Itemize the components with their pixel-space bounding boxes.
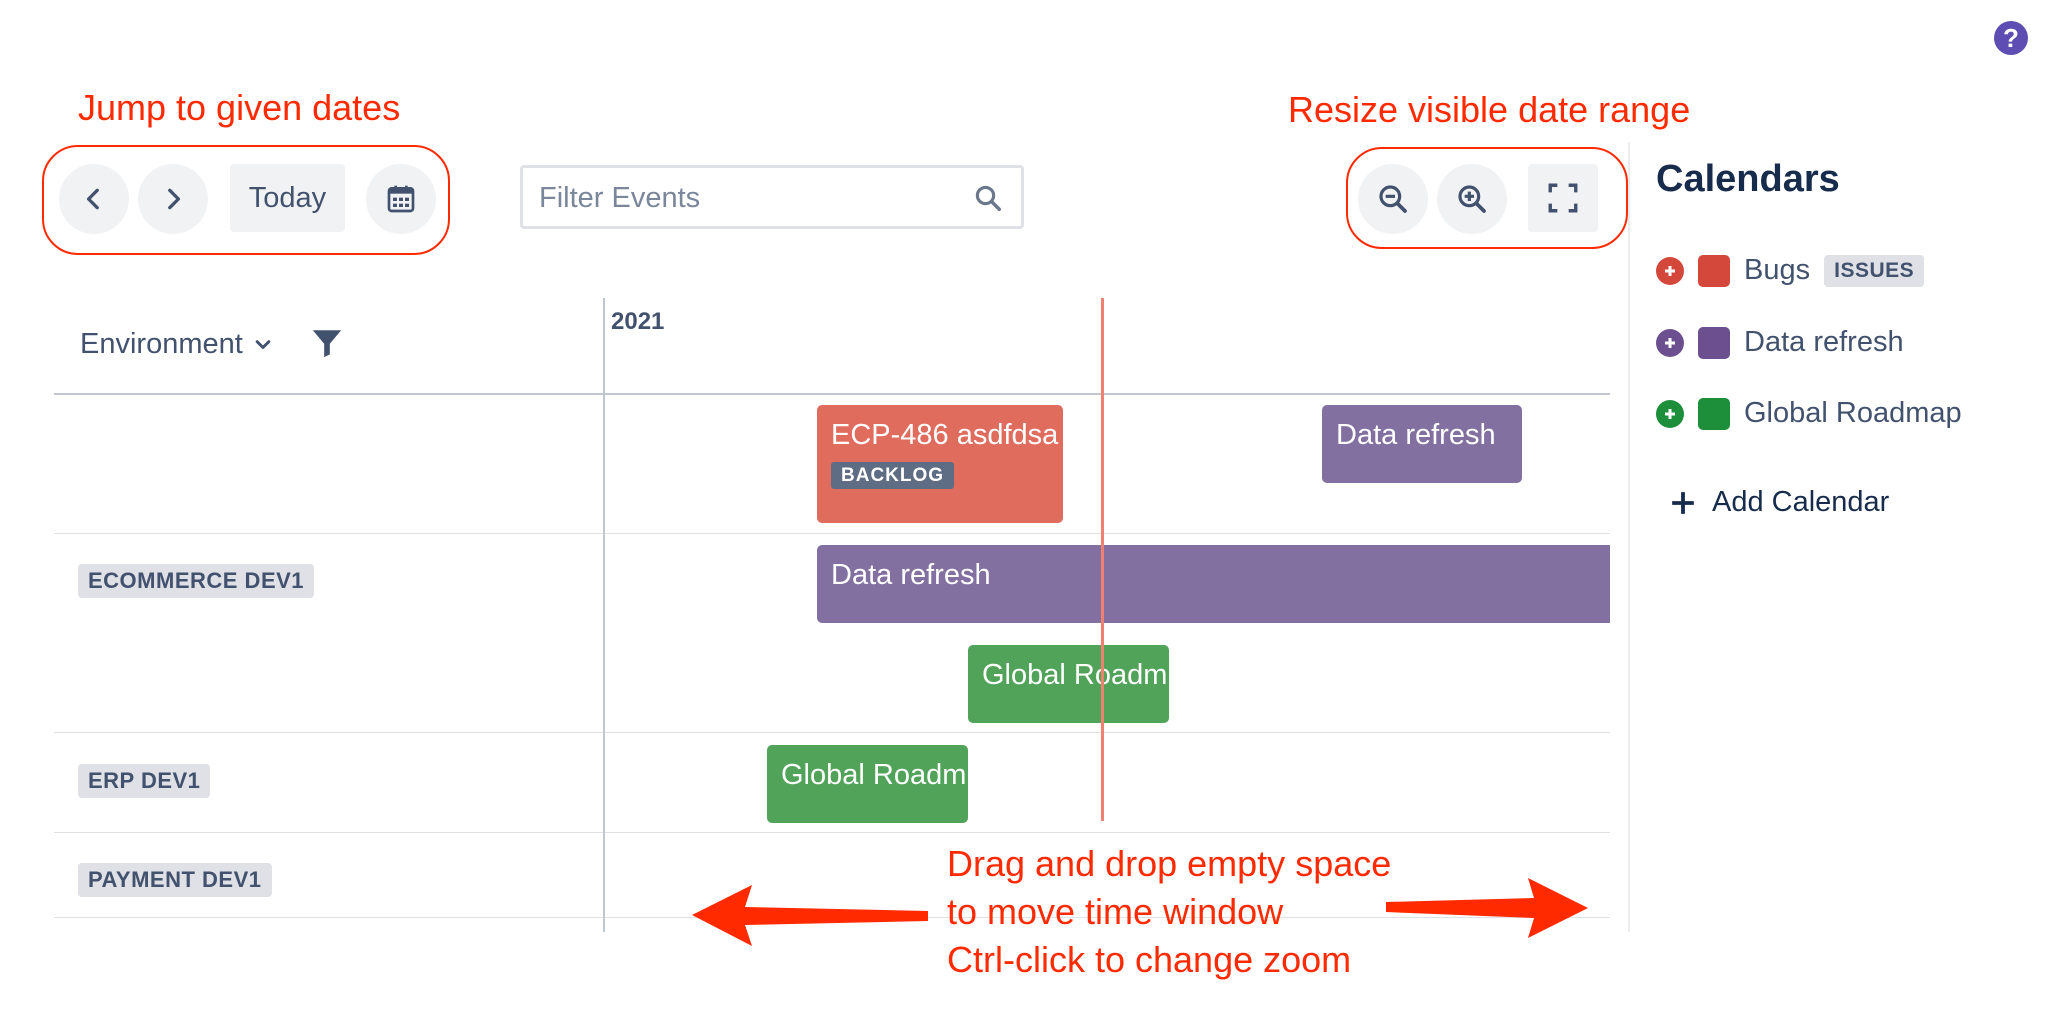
calendar-name: Data refresh [1744, 326, 1904, 358]
event-title: Data refresh [831, 559, 991, 591]
zoom-in-button[interactable] [1437, 164, 1507, 234]
add-calendar-button[interactable]: Add Calendar [1670, 486, 1889, 519]
search-icon [975, 185, 1001, 211]
add-circle-icon[interactable] [1656, 256, 1684, 285]
sidebar-divider [1628, 142, 1630, 932]
row-divider [54, 533, 1610, 534]
annotation-jump-dates: Jump to given dates [78, 87, 401, 128]
status-badge: BACKLOG [831, 462, 955, 489]
calendar-item-data-refresh[interactable]: Data refresh [1656, 326, 1904, 359]
event-title: Global Roadm [982, 659, 1168, 691]
arrow-right-icon [1386, 878, 1588, 938]
zoom-out-button[interactable] [1358, 164, 1428, 234]
event-global-roadmap-ecommerce[interactable]: Global Roadm [968, 645, 1169, 723]
label-column-divider [603, 298, 605, 932]
event-title: Global Roadm [781, 759, 967, 791]
calendar-name: Bugs [1744, 254, 1811, 286]
previous-button[interactable] [59, 164, 129, 234]
annotation-resize-range: Resize visible date range [1288, 89, 1691, 130]
zoom-in-icon [1458, 185, 1486, 213]
annotation-drag-line1: Drag and drop empty space [947, 843, 1392, 884]
event-data-refresh[interactable]: Data refresh [1322, 405, 1522, 483]
filter-button[interactable] [310, 326, 344, 365]
calendar-color-swatch [1698, 254, 1730, 287]
funnel-icon [312, 330, 342, 358]
filter-events-input[interactable] [537, 176, 961, 220]
year-label: 2021 [611, 308, 665, 335]
add-calendar-label: Add Calendar [1712, 486, 1890, 518]
event-title: ECP-486 asdfdsa [831, 419, 1059, 451]
header-divider [54, 393, 1610, 395]
event-data-refresh-ecommerce[interactable]: Data refresh [817, 545, 1610, 623]
today-button[interactable]: Today [230, 164, 345, 232]
annotation-drag-text: Drag and drop empty space to move time w… [947, 840, 1391, 984]
filter-events-field[interactable] [520, 165, 1024, 229]
fullscreen-button[interactable] [1528, 164, 1598, 232]
group-by-dropdown[interactable]: Environment [80, 328, 273, 361]
calendar-name: Global Roadmap [1744, 397, 1962, 429]
date-picker-button[interactable] [366, 164, 436, 234]
annotation-drag-line2: to move time window [947, 891, 1284, 932]
row-label-ecommerce-dev1: ECOMMERCE DEV1 [78, 564, 315, 598]
chevron-right-icon [168, 188, 181, 210]
current-time-line [1101, 298, 1104, 821]
arrow-left-icon [692, 885, 928, 946]
calendar-item-bugs[interactable]: Bugs ISSUES [1656, 254, 1925, 287]
annotation-ring-zoom [1346, 147, 1628, 249]
row-divider [54, 732, 1610, 733]
next-button[interactable] [138, 164, 208, 234]
row-label-payment-dev1: PAYMENT DEV1 [78, 863, 272, 897]
row-label-erp-dev1: ERP DEV1 [78, 764, 211, 798]
chevron-left-icon [86, 188, 99, 210]
event-ecp-486[interactable]: ECP-486 asdfdsa BACKLOG [817, 405, 1063, 523]
event-global-roadmap-erp[interactable]: Global Roadm [767, 745, 968, 823]
annotation-drag-line3: Ctrl-click to change zoom [947, 939, 1352, 980]
row-divider [54, 832, 1610, 833]
calendar-color-swatch [1698, 397, 1730, 430]
calendar-icon [387, 185, 415, 213]
zoom-out-icon [1379, 185, 1407, 213]
add-circle-icon[interactable] [1656, 328, 1684, 357]
calendar-type-badge: ISSUES [1824, 254, 1925, 287]
calendar-item-global-roadmap[interactable]: Global Roadmap [1656, 397, 1962, 430]
group-by-label: Environment [80, 328, 243, 360]
event-title: Data refresh [1336, 419, 1496, 451]
plus-icon [1672, 491, 1694, 514]
fullscreen-icon [1548, 183, 1578, 213]
add-circle-icon[interactable] [1656, 399, 1684, 428]
question-icon: ? [2003, 22, 2019, 53]
chevron-down-icon [255, 339, 271, 349]
calendar-color-swatch [1698, 326, 1730, 359]
annotation-ring-nav [42, 145, 450, 255]
calendars-title: Calendars [1656, 158, 1840, 200]
help-button[interactable]: ? [1994, 21, 2028, 55]
